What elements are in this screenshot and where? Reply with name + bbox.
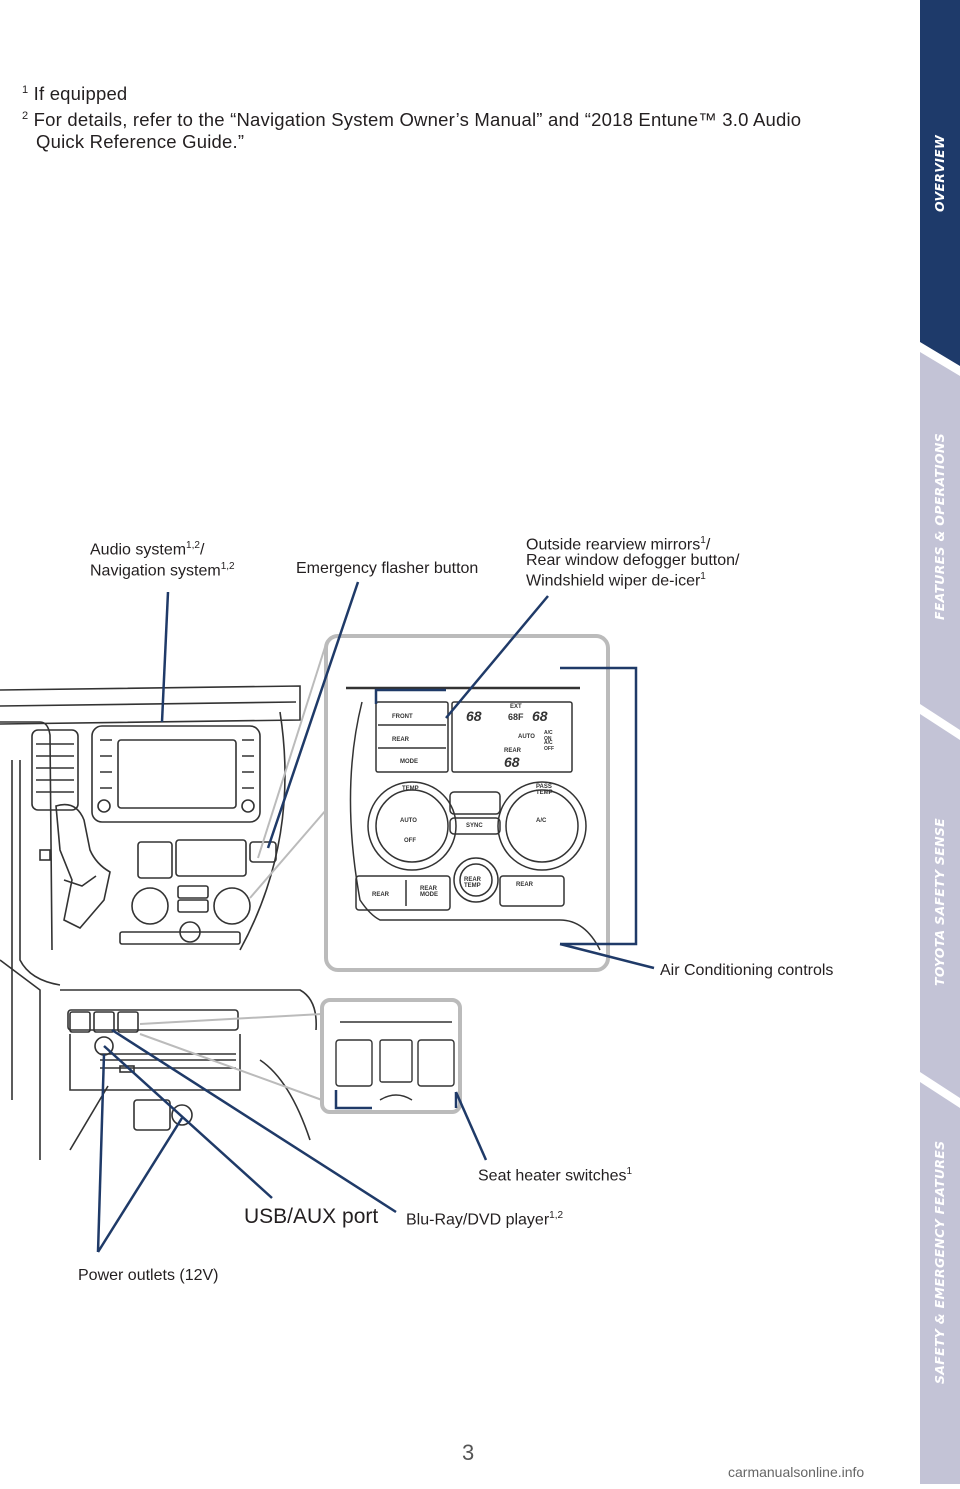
label-temp-ext: 68F bbox=[508, 712, 524, 722]
label-front: FRONT bbox=[392, 714, 413, 720]
footnote-2-cont: Quick Reference Guide.” bbox=[36, 131, 245, 152]
label-pass-temp: PASS TEMP bbox=[536, 784, 553, 796]
label-temp-rear: 68 bbox=[504, 754, 520, 770]
label-sync[interactable]: SYNC bbox=[466, 823, 483, 829]
tab-toyota-safety-sense[interactable]: TOYOTA SAFETY SENSE bbox=[932, 818, 947, 986]
label-temp-right: 68 bbox=[532, 708, 548, 724]
label-auto: AUTO bbox=[518, 734, 535, 740]
label-auto-knob[interactable]: AUTO bbox=[400, 818, 417, 824]
page-number: 3 bbox=[462, 1440, 475, 1465]
callout-seat-heater: Seat heater switches1 bbox=[478, 1166, 633, 1185]
label-off[interactable]: OFF bbox=[404, 838, 416, 844]
tab-features-operations[interactable]: FEATURES & OPERATIONS bbox=[932, 432, 947, 620]
tab-shapes bbox=[920, 0, 960, 1484]
label-ac-knob[interactable]: A/C bbox=[536, 818, 547, 824]
label-rear-temp[interactable]: REAR TEMP bbox=[464, 877, 482, 889]
label-ac-on: A/C ON bbox=[544, 730, 553, 742]
dashboard-illustration bbox=[0, 581, 655, 1253]
label-ac-off: A/C OFF bbox=[544, 740, 554, 752]
footnote-2-text: For details, refer to the “Navigation Sy… bbox=[33, 109, 802, 131]
label-rear-button[interactable]: REAR bbox=[372, 892, 390, 898]
section-tabs: OVERVIEW FEATURES & OPERATIONS TOYOTA SA… bbox=[920, 0, 960, 1484]
callout-air-conditioning: Air Conditioning controls bbox=[660, 962, 834, 979]
label-ext: EXT bbox=[510, 704, 522, 710]
label-rear: REAR bbox=[392, 737, 410, 743]
tab-safety-emergency[interactable]: SAFETY & EMERGENCY FEATURES bbox=[932, 1140, 947, 1384]
footnote-1-text: If equipped bbox=[33, 83, 128, 105]
callout-audio-system: Audio system1,2/ Navigation system1,2 bbox=[90, 540, 235, 580]
tab-overview[interactable]: OVERVIEW bbox=[932, 134, 947, 212]
footnote-1-mark: 1 bbox=[22, 84, 29, 96]
callout-power-outlets: Power outlets (12V) bbox=[78, 1267, 219, 1284]
footnote-2-mark: 2 bbox=[22, 110, 29, 122]
label-temp-left: 68 bbox=[466, 708, 482, 724]
label-rear-fan[interactable]: REAR bbox=[516, 882, 534, 888]
label-rear-display: REAR bbox=[504, 748, 522, 754]
watermark: carmanualsonline.info bbox=[728, 1464, 865, 1480]
callout-emergency-flasher: Emergency flasher button bbox=[296, 560, 479, 577]
label-mode: MODE bbox=[400, 759, 418, 765]
footnote-1: 1 If equipped bbox=[22, 78, 127, 106]
label-temp-knob: TEMP bbox=[402, 786, 419, 792]
label-rear-mode[interactable]: REAR MODE bbox=[420, 886, 438, 898]
footnote-2: 2 For details, refer to the “Navigation … bbox=[22, 104, 801, 132]
callout-usb-aux: USB/AUX port bbox=[244, 1205, 379, 1228]
callout-bluray-dvd: Blu-Ray/DVD player1,2 bbox=[406, 1210, 564, 1229]
callout-mirrors-defogger: Outside rearview mirrors1/ Rear window d… bbox=[526, 535, 740, 590]
